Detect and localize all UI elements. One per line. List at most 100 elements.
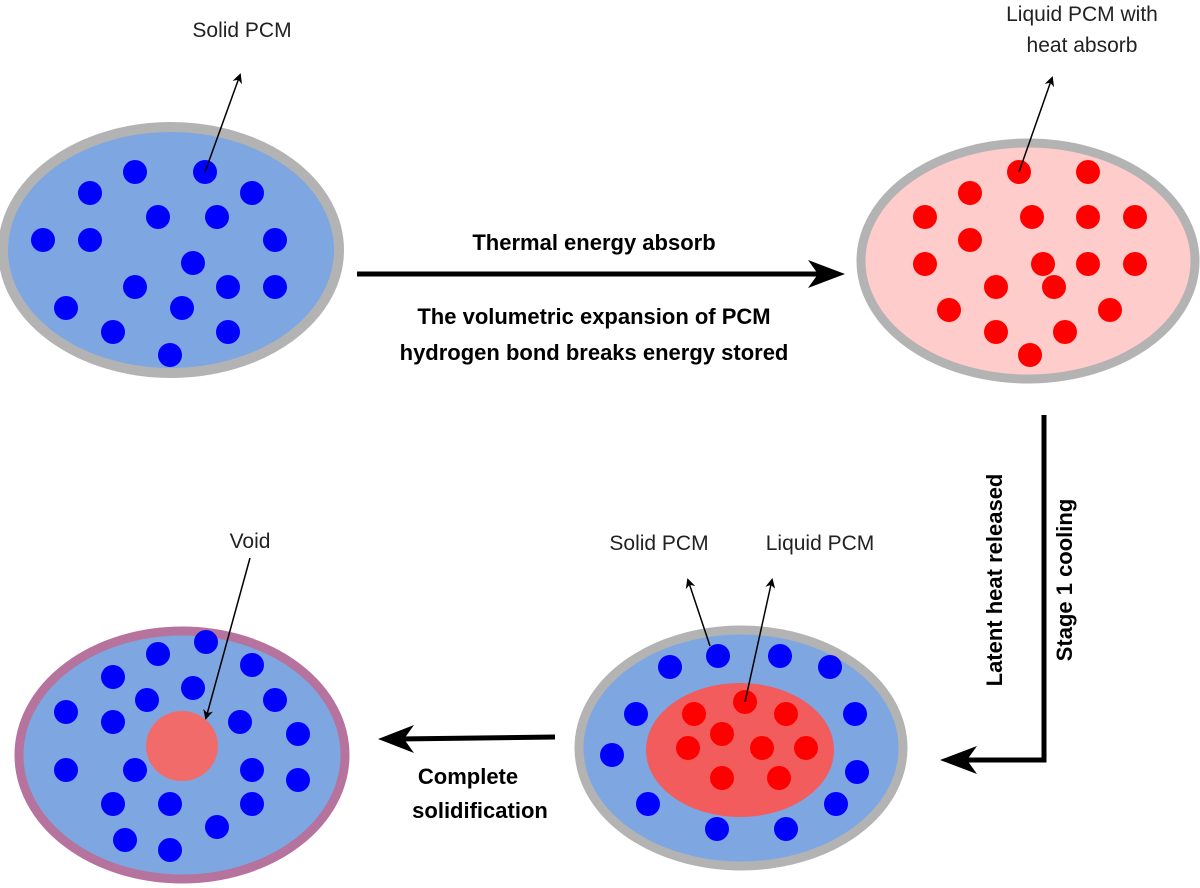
thermal-absorb-arrow [357,260,845,288]
solid-particle [824,792,848,816]
liquid-particles [913,160,1147,367]
solid-particle [54,296,78,320]
mixed-liquid-pointer-arrow [744,578,776,703]
solid-particle [181,251,205,275]
solid-particle [216,320,240,344]
liquid-pcm-pointer-arrow [1018,76,1055,173]
liquid-particle [767,766,791,790]
liquid-particle [1123,252,1147,276]
solid-particle [600,743,624,767]
solid-particle [101,792,125,816]
liquid-particle [984,320,1008,344]
solid-particle [54,700,78,724]
liquid-particle [958,228,982,252]
solid-particle [158,343,182,367]
mixed-liquid-particles [676,690,818,790]
solid-particle [194,630,218,654]
liquid-particle [1076,252,1100,276]
solid-particle [240,792,264,816]
liquid-pcm-capsule [856,138,1200,384]
solid-particle [228,710,252,734]
solid-particle [146,205,170,229]
latent-heat-label: Latent heat released [982,474,1007,687]
complete-label: Complete [418,764,518,789]
solid-pcm-pointer-arrow [204,73,242,173]
cooling-elbow-arrow [940,415,1047,774]
liquid-particle [1123,205,1147,229]
solid-pcm-label-top: Solid PCM [192,19,291,42]
solid-pcm-label-mid: Solid PCM [609,532,708,555]
mixed-solid-particles [600,644,869,841]
solidified-pcm-capsule [14,626,350,884]
liquid-particle [750,736,774,760]
solid-particle [624,702,648,726]
liquid-pcm-label-line2: heat absorb [1027,34,1138,57]
solid-particle [101,665,125,689]
solid-particle [78,228,102,252]
liquid-particle [774,702,798,726]
solid-particle [240,181,264,205]
solid-particle [146,642,170,666]
solid-particle [263,688,287,712]
solid-particle [240,653,264,677]
solid-particle [286,722,310,746]
liquid-particle [1053,320,1077,344]
solid-particle [170,296,194,320]
solid-particle [818,655,842,679]
solid-particle [263,275,287,299]
mixed-solid-pointer-arrow [685,578,711,647]
liquid-particle [682,702,706,726]
liquid-particle [1076,205,1100,229]
solid-particle [135,688,159,712]
solid-particle [658,655,682,679]
solid-particle [706,644,730,668]
liquid-particle [937,298,961,322]
liquid-particle [1076,160,1100,184]
solid-particle [774,817,798,841]
solid-particle [123,758,147,782]
solid-pcm-capsule [0,122,344,378]
solid-particle [31,228,55,252]
liquid-pcm-label-mid: Liquid PCM [766,532,875,555]
liquid-particle [1020,205,1044,229]
solid-particle [113,828,137,852]
solid-particle [240,758,264,782]
liquid-particle [913,252,937,276]
solid-particle [101,320,125,344]
void-label: Void [230,530,271,553]
mixed-pcm-capsule [574,625,908,871]
solid-particle [78,181,102,205]
solid-particle [286,768,310,792]
solid-particle [101,710,125,734]
liquid-particle [958,181,982,205]
solid-particle [216,275,240,299]
solid-particles [31,160,287,367]
solid-capsule-shell [0,122,344,378]
solid-particle [158,792,182,816]
void-pointer-arrow [203,557,251,720]
solid-particle [181,676,205,700]
thermal-energy-label: Thermal energy absorb [472,230,715,255]
solid-particle [263,228,287,252]
liquid-particle [1018,343,1042,367]
void-region [146,711,218,781]
solid-particle [768,644,792,668]
solid-particle [158,838,182,862]
solid-particle [205,815,229,839]
stage1-cooling-label: Stage 1 cooling [1052,499,1077,662]
solid-particle [205,205,229,229]
liquid-particle [710,766,734,790]
solidified-particles [54,630,310,862]
solid-particle [843,702,867,726]
expansion-label-line1: The volumetric expansion of PCM [417,304,770,329]
solid-particle [123,160,147,184]
liquid-particle [710,722,734,746]
liquid-particle [794,736,818,760]
liquid-particle [1042,275,1066,299]
liquid-particle [984,275,1008,299]
solidification-arrow [378,725,556,753]
liquid-particle [913,205,937,229]
liquid-particle [676,736,700,760]
solid-particle [705,817,729,841]
